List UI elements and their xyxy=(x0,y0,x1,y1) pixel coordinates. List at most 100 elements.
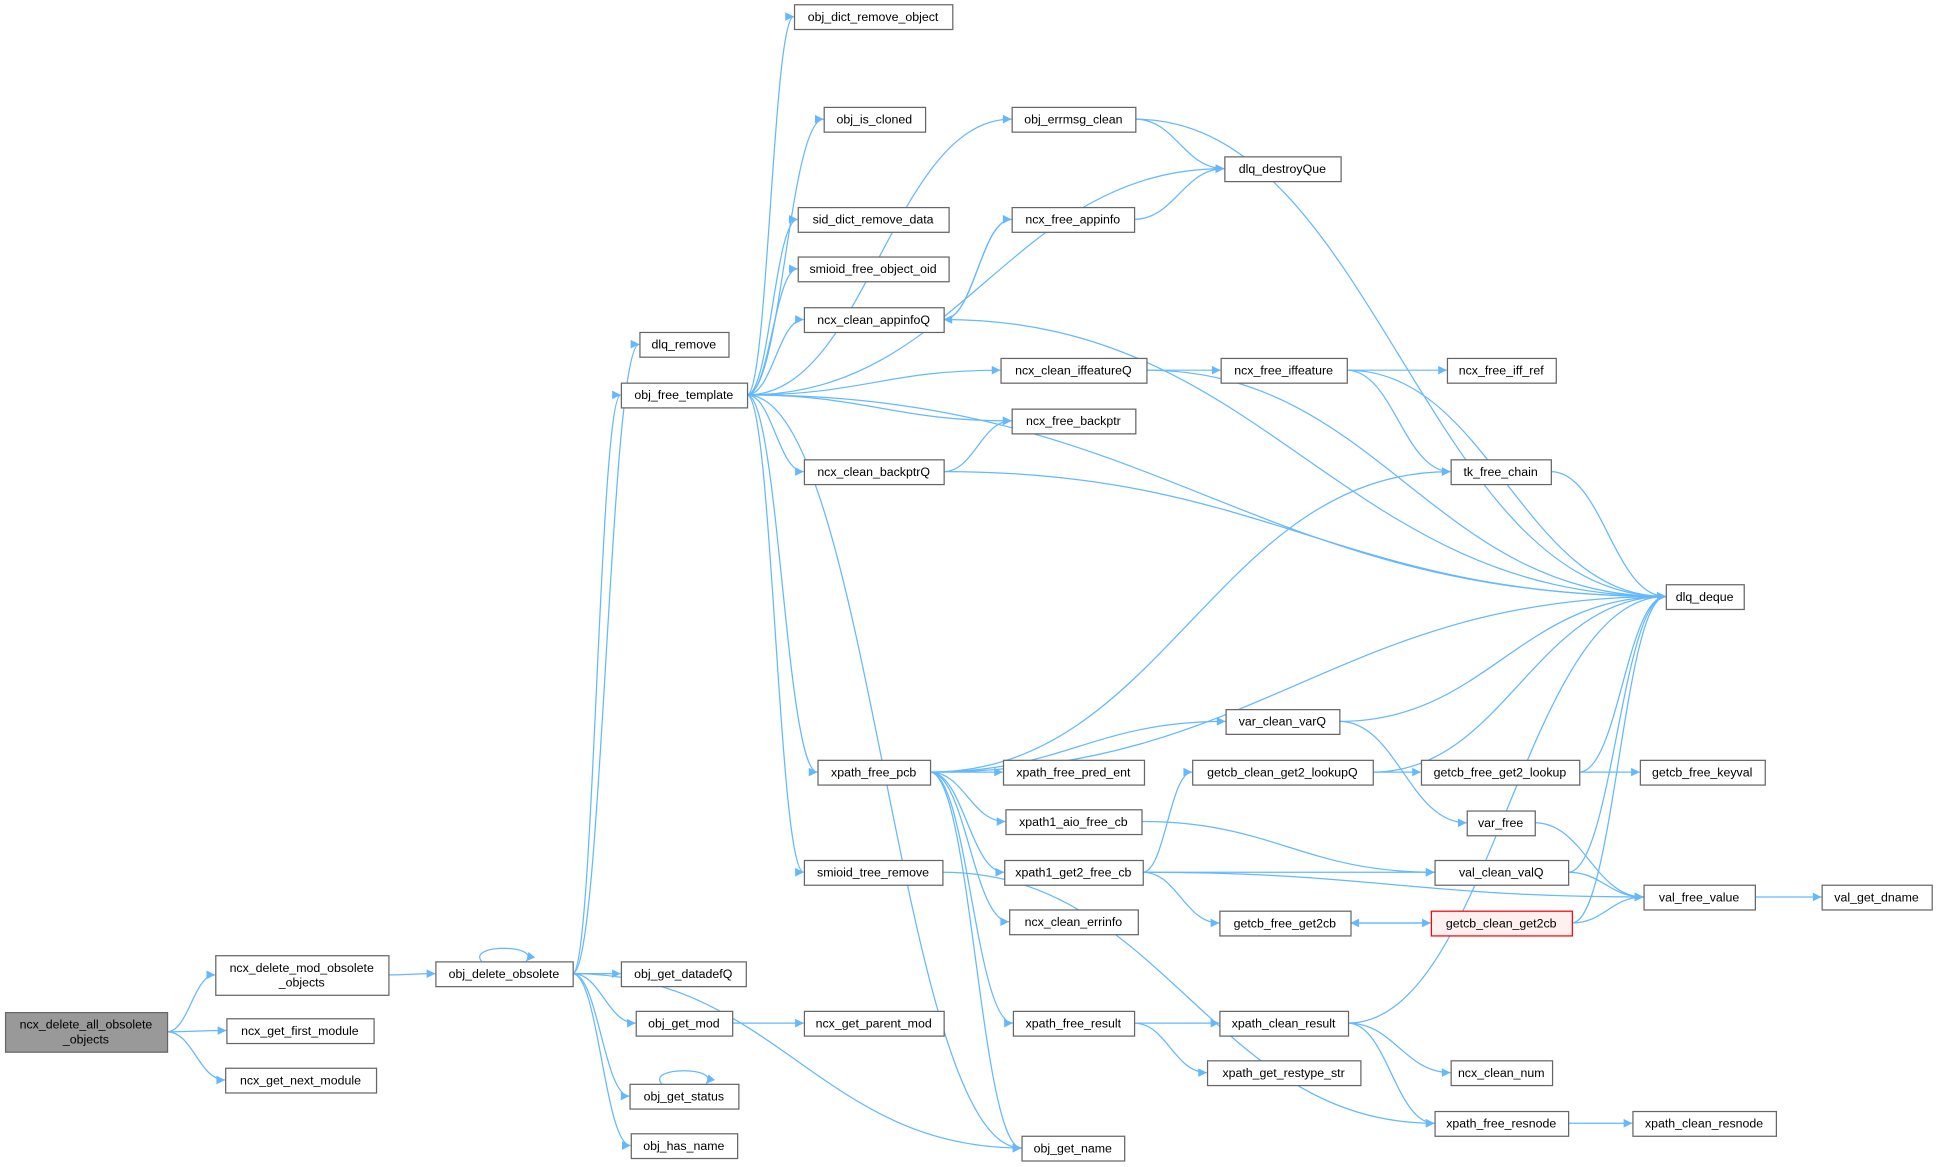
node-valq[interactable]: val_clean_valQ xyxy=(1434,859,1570,886)
node-box[interactable] xyxy=(1446,357,1557,384)
node-box[interactable] xyxy=(1009,909,1139,936)
node-clean_resnode[interactable]: xpath_clean_resnode xyxy=(1632,1110,1778,1137)
node-box[interactable] xyxy=(797,206,950,233)
node-free_get2cb[interactable]: getcb_free_get2cb xyxy=(1219,910,1352,937)
node-free_result[interactable]: xpath_free_result xyxy=(1012,1010,1136,1037)
node-free_lookup[interactable]: getcb_free_get2_lookup xyxy=(1420,759,1581,786)
node-box[interactable] xyxy=(1220,357,1348,384)
node-box[interactable] xyxy=(1021,1135,1126,1162)
node-box[interactable] xyxy=(1004,859,1144,886)
node-box[interactable] xyxy=(215,955,390,996)
node-box[interactable] xyxy=(1450,459,1552,486)
node-box[interactable] xyxy=(793,4,954,31)
node-box[interactable] xyxy=(1011,206,1136,233)
node-box[interactable] xyxy=(620,382,749,409)
node-errinfo[interactable]: ncx_clean_errinfo xyxy=(1009,909,1139,936)
node-box[interactable] xyxy=(803,459,945,486)
node-box[interactable] xyxy=(1012,1010,1136,1037)
node-get_mod[interactable]: obj_get_mod xyxy=(635,1010,734,1037)
node-dname[interactable]: val_get_dname xyxy=(1821,884,1933,911)
node-aio_cb[interactable]: xpath1_aio_free_cb xyxy=(1005,809,1143,836)
node-obj_del[interactable]: obj_delete_obsolete xyxy=(435,961,574,988)
node-get2_cb[interactable]: xpath1_get2_free_cb xyxy=(1004,859,1144,886)
node-has_name[interactable]: obj_has_name xyxy=(630,1133,739,1160)
node-errmsg[interactable]: obj_errmsg_clean xyxy=(1011,106,1137,133)
node-get_name[interactable]: obj_get_name xyxy=(1021,1135,1126,1162)
node-box[interactable] xyxy=(1219,1010,1350,1037)
node-box[interactable] xyxy=(620,961,747,988)
node-box[interactable] xyxy=(1206,1060,1362,1087)
node-box[interactable] xyxy=(1450,1060,1554,1087)
node-pred_ent[interactable]: xpath_free_pred_ent xyxy=(1002,759,1146,786)
node-box[interactable] xyxy=(630,1133,739,1160)
node-box[interactable] xyxy=(803,1010,945,1037)
node-box[interactable] xyxy=(823,106,927,133)
node-box[interactable] xyxy=(629,1083,740,1110)
node-keyval[interactable]: getcb_free_keyval xyxy=(1639,759,1766,786)
node-clean_result[interactable]: xpath_clean_result xyxy=(1219,1010,1350,1037)
node-lookupq[interactable]: getcb_clean_get2_lookupQ xyxy=(1192,759,1374,786)
node-free_value[interactable]: val_free_value xyxy=(1643,884,1756,911)
node-restype[interactable]: xpath_get_restype_str xyxy=(1206,1060,1362,1087)
node-box[interactable] xyxy=(817,759,932,786)
node-free_iff[interactable]: ncx_free_iffeature xyxy=(1220,357,1348,384)
node-box[interactable] xyxy=(639,331,730,358)
node-free_resnode[interactable]: xpath_free_resnode xyxy=(1434,1110,1570,1137)
node-destroyque[interactable]: dlq_destroyQue xyxy=(1224,156,1342,183)
node-var_free[interactable]: var_free xyxy=(1466,810,1536,837)
node-root[interactable]: ncx_delete_all_obsolete_objects xyxy=(4,1011,169,1053)
node-box[interactable] xyxy=(1219,910,1352,937)
node-next_mod[interactable]: ncx_get_next_module xyxy=(225,1067,378,1094)
node-box[interactable] xyxy=(803,307,945,334)
node-box[interactable] xyxy=(1002,759,1146,786)
node-box[interactable] xyxy=(1434,859,1570,886)
node-box[interactable] xyxy=(1639,759,1766,786)
node-dlq_remove[interactable]: dlq_remove xyxy=(639,331,730,358)
node-box[interactable] xyxy=(1225,709,1341,735)
node-box[interactable] xyxy=(1224,156,1342,183)
node-box[interactable] xyxy=(1192,759,1374,786)
node-is_cloned[interactable]: obj_is_cloned xyxy=(823,106,927,133)
node-dict_remove[interactable]: obj_dict_remove_object xyxy=(793,4,954,31)
node-box[interactable] xyxy=(4,1011,169,1053)
node-box[interactable] xyxy=(1430,910,1573,937)
node-iff_ref[interactable]: ncx_free_iff_ref xyxy=(1446,357,1557,384)
node-xpath_pcb[interactable]: xpath_free_pcb xyxy=(817,759,932,786)
node-box[interactable] xyxy=(1466,810,1536,837)
node-box[interactable] xyxy=(225,1067,378,1094)
node-deque[interactable]: dlq_deque xyxy=(1665,584,1745,611)
node-box[interactable] xyxy=(1665,584,1745,611)
node-obj_free_tmpl[interactable]: obj_free_template xyxy=(620,382,749,409)
node-box[interactable] xyxy=(226,1018,375,1045)
node-smioid_tree[interactable]: smioid_tree_remove xyxy=(803,859,944,886)
node-smioid_oid[interactable]: smioid_free_object_oid xyxy=(797,256,950,283)
node-iffeatureq[interactable]: ncx_clean_iffeatureQ xyxy=(1000,357,1148,384)
node-clean_get2cb[interactable]: getcb_clean_get2cb xyxy=(1430,910,1573,937)
node-box[interactable] xyxy=(1000,357,1148,384)
node-appinfoq[interactable]: ncx_clean_appinfoQ xyxy=(803,307,945,334)
node-box[interactable] xyxy=(1011,106,1137,133)
node-mod_obs[interactable]: ncx_delete_mod_obsolete_objects xyxy=(215,955,390,996)
node-box[interactable] xyxy=(1011,408,1137,435)
node-box[interactable] xyxy=(1643,884,1756,911)
node-varq[interactable]: var_clean_varQ xyxy=(1225,709,1341,735)
node-datadefq[interactable]: obj_get_datadefQ xyxy=(620,961,747,988)
node-box[interactable] xyxy=(1005,809,1143,836)
node-box[interactable] xyxy=(803,859,944,886)
node-free_backptr[interactable]: ncx_free_backptr xyxy=(1011,408,1137,435)
node-first_mod[interactable]: ncx_get_first_module xyxy=(226,1018,375,1045)
node-box[interactable] xyxy=(1821,884,1933,911)
node-free_appinfo[interactable]: ncx_free_appinfo xyxy=(1011,206,1136,233)
node-sid_dict[interactable]: sid_dict_remove_data xyxy=(797,206,950,233)
node-box[interactable] xyxy=(635,1010,734,1037)
node-clean_num[interactable]: ncx_clean_num xyxy=(1450,1060,1554,1087)
node-parent_mod[interactable]: ncx_get_parent_mod xyxy=(803,1010,945,1037)
node-box[interactable] xyxy=(1632,1110,1778,1137)
node-box[interactable] xyxy=(435,961,574,988)
node-tk_chain[interactable]: tk_free_chain xyxy=(1450,459,1552,486)
node-box[interactable] xyxy=(1420,759,1581,786)
node-backptrq[interactable]: ncx_clean_backptrQ xyxy=(803,459,945,486)
node-box[interactable] xyxy=(1434,1110,1570,1137)
node-box[interactable] xyxy=(797,256,950,283)
node-get_status[interactable]: obj_get_status xyxy=(629,1083,740,1110)
